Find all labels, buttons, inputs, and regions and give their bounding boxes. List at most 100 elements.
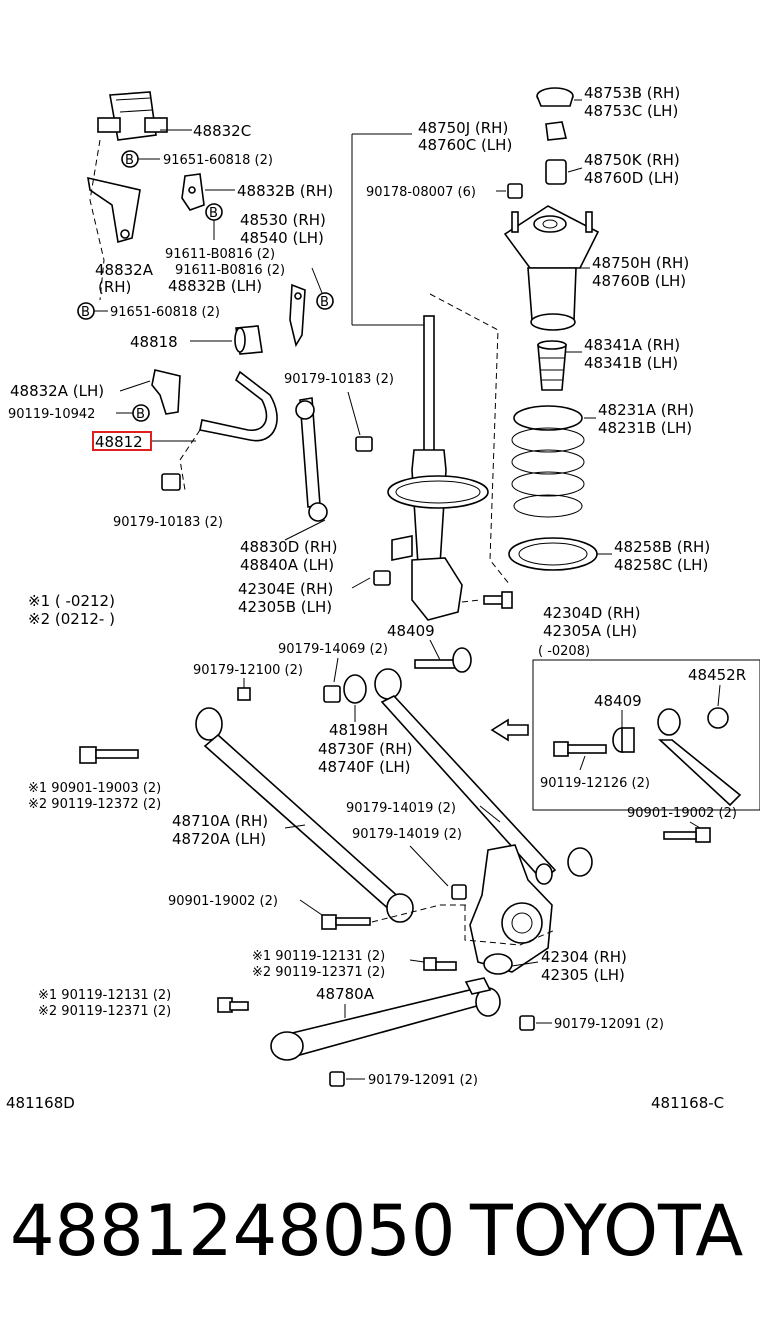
bracket-48832B-lh[interactable] — [289, 283, 306, 348]
label-48830D: 48830D (RH) — [240, 538, 337, 556]
label-48760D: 48760D (LH) — [584, 169, 679, 187]
inset-label-48409: 48409 — [594, 692, 642, 710]
label-90179-14019-b: 90179-14019 (2) — [352, 827, 462, 842]
label-90119-12371-a: ※2 90119-12371 (2) — [252, 965, 385, 980]
bolt-symbol-b-3: B — [316, 292, 334, 310]
label-90179-12100: 90179-12100 (2) — [193, 663, 303, 678]
trailing-arm-48780A[interactable] — [270, 977, 501, 1061]
nut-48750J[interactable] — [545, 121, 567, 141]
label-42305A: 42305A (LH) — [543, 622, 637, 640]
bolt-90901-19002-r[interactable] — [663, 827, 711, 843]
label-48341A: 48341A (RH) — [584, 336, 680, 354]
inset-bolt-90119-12126[interactable] — [553, 741, 607, 757]
bushing-48198H[interactable] — [343, 674, 367, 704]
label-42305B: 42305B (LH) — [238, 598, 332, 616]
inset-arm-end[interactable] — [657, 708, 742, 807]
inset-box-pre-0208: ( -0208) 48409 48452R 90119-12126 (2) — [490, 644, 760, 811]
legend-line-1: ※1 ( -0212) — [28, 592, 115, 610]
spring-insulator-48258B[interactable] — [508, 537, 598, 571]
label-91611-B0816-b: 91611-B0816 (2) — [175, 263, 285, 278]
bolt-42304D[interactable] — [483, 591, 513, 609]
label-90179-10183-a: 90179-10183 (2) — [284, 372, 394, 387]
label-48840A: 48840A (LH) — [240, 556, 334, 574]
label-90179-10183-b: 90179-10183 (2) — [113, 515, 223, 530]
corner-code-right: 481168-C — [651, 1094, 724, 1112]
label-48760C: 48760C (LH) — [418, 136, 512, 154]
legend-line-2: ※2 (0212- ) — [28, 610, 115, 628]
label-48720A: 48720A (LH) — [172, 830, 266, 848]
svg-text:B: B — [125, 153, 134, 168]
bracket-48832A-rh[interactable] — [87, 176, 141, 244]
label-48780A: 48780A — [316, 985, 375, 1003]
label-48258B: 48258B (RH) — [614, 538, 710, 556]
nut-90179-12091-b[interactable] — [329, 1071, 345, 1087]
label-48341B: 48341B (LH) — [584, 354, 678, 372]
label-48818: 48818 — [130, 333, 178, 351]
nut-90179-12091-a[interactable] — [519, 1015, 535, 1031]
label-42304D: 42304D (RH) — [543, 604, 640, 622]
bolt-90901-19002-l[interactable] — [321, 914, 371, 930]
bolt-symbol-b-5: B — [132, 404, 150, 422]
label-48832B-rh: 48832B (RH) — [237, 182, 333, 200]
coil-spring-48231A[interactable] — [511, 405, 585, 518]
bracket-48832A-lh[interactable] — [151, 369, 181, 415]
bump-stopper-48341A[interactable] — [537, 340, 567, 391]
svg-text:B: B — [136, 407, 145, 422]
label-90119-10942: 90119-10942 — [8, 407, 95, 422]
lower-arm-48730F[interactable] — [374, 668, 593, 885]
label-48740F: 48740F (LH) — [318, 758, 410, 776]
nut-90179-10183-a[interactable] — [161, 473, 181, 491]
shock-absorber-assembly[interactable] — [387, 315, 489, 621]
cap-48753B[interactable] — [536, 87, 574, 107]
stabilizer-bushing-48818[interactable] — [234, 325, 263, 355]
bolt-90119-12131-b[interactable] — [217, 997, 249, 1013]
label-90119-12371-b: ※2 90119-12371 (2) — [38, 1004, 171, 1019]
label-90178-08007: 90178-08007 (6) — [366, 185, 476, 200]
stabilizer-link-48830D[interactable] — [295, 397, 328, 522]
label-48231A: 48231A (RH) — [598, 401, 694, 419]
label-48812[interactable]: 48812 — [95, 433, 143, 451]
inset-bushing-48409[interactable] — [612, 727, 635, 753]
arrow-left-icon — [490, 718, 529, 742]
label-48198H: 48198H — [329, 721, 388, 739]
bracket-48832B-rh[interactable] — [181, 173, 205, 211]
corner-code-left: 481168D — [6, 1094, 75, 1112]
svg-text:B: B — [209, 206, 218, 221]
lower-arm-48710A[interactable] — [195, 707, 414, 923]
nut-90178-08007[interactable] — [507, 183, 523, 199]
bolt-48409[interactable] — [414, 647, 472, 673]
nut-90179-10183-b[interactable] — [355, 436, 373, 452]
nut-90179-12100[interactable] — [237, 687, 251, 701]
nut-90179-14019[interactable] — [451, 884, 467, 900]
label-42305: 42305 (LH) — [541, 966, 625, 984]
label-42304: 42304 (RH) — [541, 948, 627, 966]
label-90119-12131-a: ※1 90119-12131 (2) — [252, 949, 385, 964]
upper-mount-48750H[interactable] — [503, 205, 600, 331]
label-48750H: 48750H (RH) — [592, 254, 689, 272]
label-90901-19002-r: 90901-19002 (2) — [627, 806, 737, 821]
bolt-symbol-b-4: B — [77, 302, 95, 320]
nut-42304E[interactable] — [373, 570, 391, 586]
bolt-90119-12131-a[interactable] — [423, 957, 457, 971]
label-48753C: 48753C (LH) — [584, 102, 678, 120]
label-48760B: 48760B (LH) — [592, 272, 686, 290]
inset-title: ( -0208) — [538, 644, 590, 659]
inset-label-90119-12126: 90119-12126 (2) — [540, 776, 650, 791]
label-48832A-rh-side: (RH) — [98, 278, 131, 296]
label-48832B-lh: 48832B (LH) — [168, 277, 262, 295]
bushing-48750K[interactable] — [545, 159, 567, 185]
bolt-symbol-b-1: B — [121, 150, 139, 168]
stabilizer-bracket-48832C[interactable] — [97, 91, 168, 141]
inset-bushing-48452R[interactable] — [707, 707, 729, 729]
stabilizer-bar-48812[interactable] — [199, 370, 278, 442]
inset-label-48452R: 48452R — [688, 666, 746, 684]
label-48231B: 48231B (LH) — [598, 419, 692, 437]
label-90901-19002-l: 90901-19002 (2) — [168, 894, 278, 909]
label-48750J: 48750J (RH) — [418, 119, 508, 137]
nut-90179-14069[interactable] — [323, 685, 341, 703]
label-48530: 48530 (RH) — [240, 211, 326, 229]
label-48832A-rh: 48832A — [95, 261, 154, 279]
bolt-90901-19003[interactable] — [79, 746, 139, 764]
label-90179-12091-b: 90179-12091 (2) — [368, 1073, 478, 1088]
